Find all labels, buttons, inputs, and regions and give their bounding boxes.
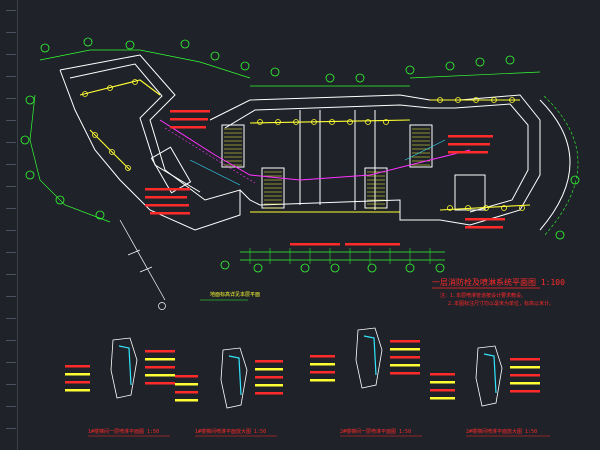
axis-bubble [210,51,220,61]
axis-bubble [83,37,93,47]
ruler-tick [6,76,16,77]
ruler-tick [6,318,16,319]
ruler-tick [6,54,16,55]
detail-title-4: 2#楼梯间喷淋平面放大图 1:50 [466,428,537,435]
ruler-tick [6,32,16,33]
axis-bubble [253,263,263,273]
axis-bubble [270,67,280,77]
ruler-tick [6,340,16,341]
ruler-tick [6,186,16,187]
main-title: 一层消防栓及喷淋系统平面图 1:100 [432,277,565,287]
axis-bubble [220,260,230,270]
ruler-tick [6,362,16,363]
axis-bubble [325,73,335,83]
sprinkler-pipes [79,79,531,213]
axis-bubble [405,263,415,273]
ruler-tick [6,142,16,143]
axis-bubble [355,73,365,83]
leaders [189,139,446,186]
detail-drawings [65,327,540,409]
ruler-tick [6,428,16,429]
axis-bubble [240,61,250,71]
axis-bubble [55,195,65,205]
ruler-tick [6,274,16,275]
axis-bubble [435,263,445,273]
ruler-tick [6,98,16,99]
axis-bubble [25,95,35,105]
ruler-tick [6,164,16,165]
axis-bubble [40,43,50,53]
axis-bubble [330,263,340,273]
main-note-1: 注：1.本层喷淋管道按设计要求敷设。 [440,292,526,299]
axis-bubbles [20,37,580,273]
fire-main-pipe [159,119,471,181]
ruler-tick [6,384,16,385]
ruler-tick [6,406,16,407]
left-ruler [0,0,18,450]
axis-bubble [570,175,580,185]
diagonal-dimensions [119,219,166,301]
axis-bubble [445,61,455,71]
axis-bubble [405,65,415,75]
ruler-tick [6,296,16,297]
axis-bubble [300,263,310,273]
axis-bubble [20,135,30,145]
axis-bubble [95,210,105,220]
ruler-tick [6,252,16,253]
axis-bubble [367,263,377,273]
axis-bubble [180,39,190,49]
axis-bubble [25,170,35,180]
ruler-tick [6,10,16,11]
axis-bubble [475,57,485,67]
pipe-annotations [145,110,505,246]
axis-bubble [555,230,565,240]
axis-bubble [505,55,515,65]
dimension-lines [29,49,541,264]
detail-title-2: 1#楼梯间喷淋平面放大图 1:50 [195,428,266,435]
ruler-tick [6,120,16,121]
ruler-tick [6,230,16,231]
detail-title-1: 1#楼梯间一层喷淋平面图 1:50 [88,428,159,435]
main-note-2: 2.本图标注尺寸均以毫米为单位，标高以米计。 [448,300,554,307]
axis-bubble [125,40,135,50]
right-curved-wall [539,99,571,231]
stair-note: 地面标高详见本层平面 [210,291,260,298]
ruler-tick [6,208,16,209]
detail-title-3: 2#楼梯间一层喷淋平面图 1:50 [340,428,411,435]
main-floor-plan [59,54,541,231]
stair-treads [224,128,430,209]
sprinkler-heads [82,79,525,211]
